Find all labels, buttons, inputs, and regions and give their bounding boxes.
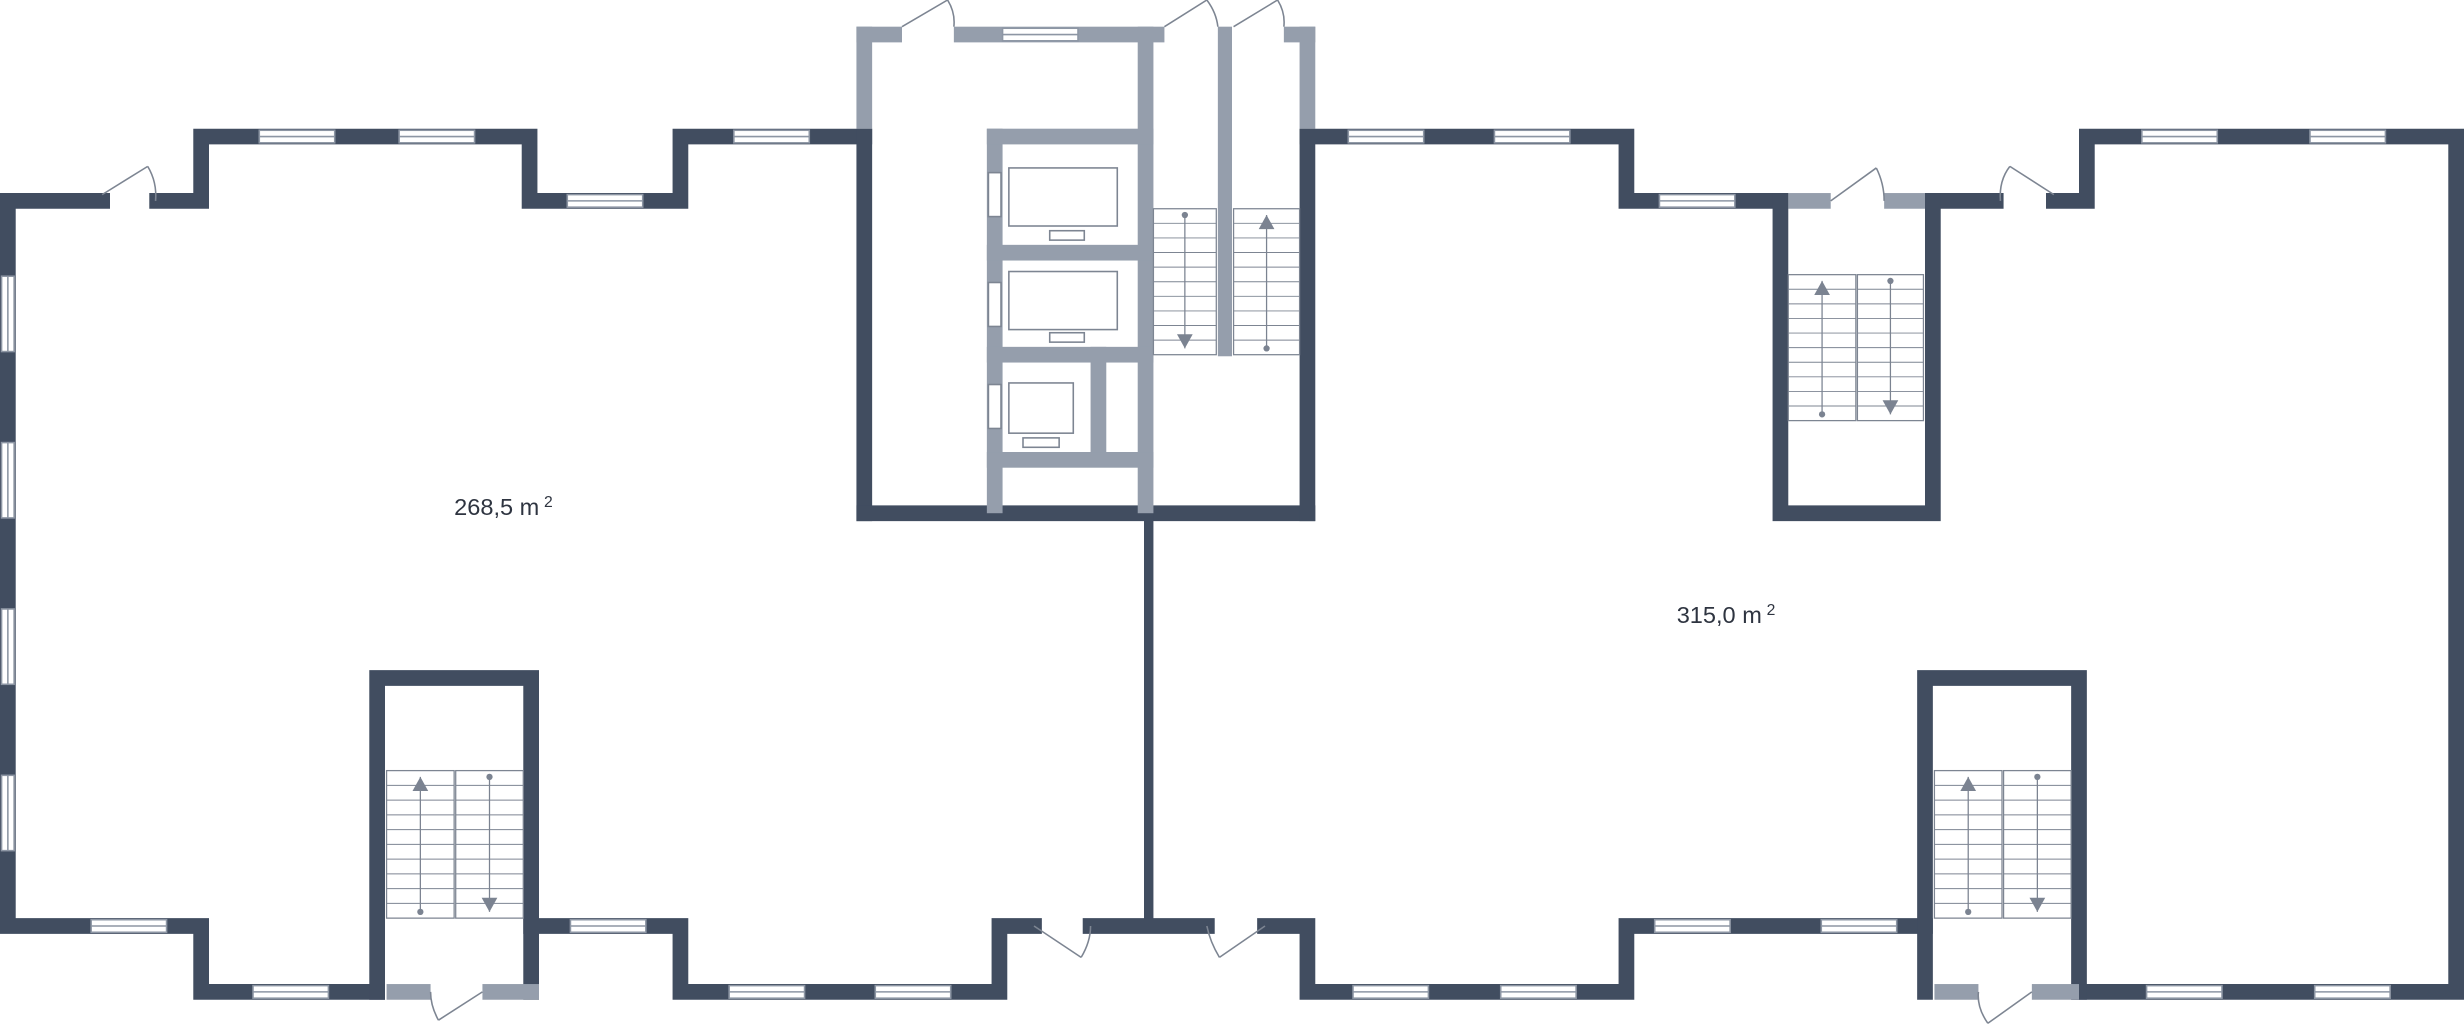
window-left-top-3 (566, 193, 644, 208)
lift-2-door (987, 281, 1002, 328)
windows (0, 27, 2391, 999)
door-center-bottom-right (1206, 925, 1266, 959)
window-right-top-1 (1347, 129, 1425, 144)
window-core-top (1001, 27, 1079, 42)
stair-left-a (385, 769, 455, 919)
window-west-3 (0, 608, 15, 686)
window-right-top-4 (2141, 129, 2219, 144)
stair-door-jamb-right-low-1 (1934, 984, 1979, 1000)
window-left-top-1 (258, 129, 336, 144)
stair-rl-b (2002, 769, 2072, 919)
lift-3-car (1008, 382, 1075, 434)
wall-left-wing-top (0, 193, 385, 1000)
stair-left-b (455, 769, 524, 919)
door-right-upper-stair (1830, 167, 1885, 202)
stair-door-jamb-left-2 (482, 984, 539, 1000)
window-left-bottom-3 (569, 918, 647, 934)
stair-core-a (1152, 208, 1217, 356)
stair-door-jamb-left-1 (386, 984, 431, 1000)
door-core-top-mid (1164, 0, 1219, 28)
lift-1-car (1008, 167, 1119, 227)
core-walls (386, 26, 2079, 1000)
window-west-1 (0, 275, 15, 353)
door-right-lower-stair (1977, 991, 2033, 1024)
stair-door-jamb-right-up-2 (1884, 193, 1925, 209)
stair-door-jamb-right-low-2 (2031, 984, 2079, 1000)
window-left-top-4 (733, 129, 811, 144)
window-left-bottom-4 (728, 984, 806, 999)
shaft-bottom-wall (986, 452, 1154, 468)
shaft-divider-1 (986, 244, 1154, 261)
wall-right-upper-stair-enclosure (1772, 193, 1941, 522)
shaft-top-wall (986, 128, 1154, 145)
wall-right-wing-top (1299, 128, 1789, 209)
window-right-top-3 (1658, 193, 1736, 208)
stair-door-jamb-right-up-1 (1788, 193, 1831, 209)
stair-core-b (1232, 208, 1301, 356)
wall-right-wing-bottom (1257, 918, 1933, 1000)
core-stair-divider (1217, 26, 1232, 357)
window-right-top-2 (1493, 129, 1571, 144)
stair-rl-a (1933, 769, 2003, 919)
lift-2-panel (1048, 331, 1086, 343)
core-right-wall (1299, 26, 1316, 129)
window-left-bottom-1 (90, 918, 168, 934)
lift-2-car (1008, 270, 1119, 331)
shaft-divider-2 (986, 346, 1154, 363)
window-right-top-5 (2309, 129, 2387, 144)
door-core-top-left (901, 0, 955, 28)
window-right-bottom-1 (1352, 984, 1430, 999)
shaft-small-right (1090, 346, 1107, 467)
window-left-bottom-2 (252, 984, 330, 999)
lift-3-panel (1022, 437, 1060, 449)
lift-3-door (987, 383, 1002, 430)
door-core-top-right (1233, 0, 1285, 28)
window-right-bottom-3 (1653, 918, 1731, 934)
lift-1-door (987, 171, 1002, 218)
core-inner-vertical (1137, 26, 1154, 514)
window-left-bottom-5 (874, 984, 952, 999)
window-west-2 (0, 441, 15, 519)
stair-ru-a (1787, 274, 1857, 422)
window-right-bottom-5 (2145, 984, 2223, 999)
stairs (385, 208, 2072, 919)
door-left-top (101, 165, 157, 201)
window-west-4 (0, 774, 15, 852)
wall-left-wing-top-bump (149, 128, 873, 209)
window-left-top-2 (398, 129, 476, 144)
window-right-bottom-2 (1499, 984, 1577, 999)
wall-right-wing-top-3 (2046, 128, 2464, 1000)
core-left-wall (856, 26, 873, 129)
structural-walls (0, 128, 2464, 1000)
door-left-stair (429, 991, 483, 1021)
stair-ru-b (1856, 274, 1925, 422)
window-right-bottom-6 (2313, 984, 2391, 999)
door-center-bottom-left (1033, 925, 1092, 959)
wall-left-stair-enclosure (369, 670, 539, 1000)
core-right-top-wall (1283, 26, 1316, 43)
lift-fixtures (987, 167, 1119, 449)
wall-right-lower-stair-enclosure (1917, 670, 2087, 1000)
window-right-bottom-4 (1820, 918, 1898, 934)
lift-1-panel (1048, 229, 1086, 241)
wall-left-wing-bottom (523, 918, 1042, 1000)
doors (101, 0, 2055, 1024)
door-right-top (1999, 165, 2055, 201)
